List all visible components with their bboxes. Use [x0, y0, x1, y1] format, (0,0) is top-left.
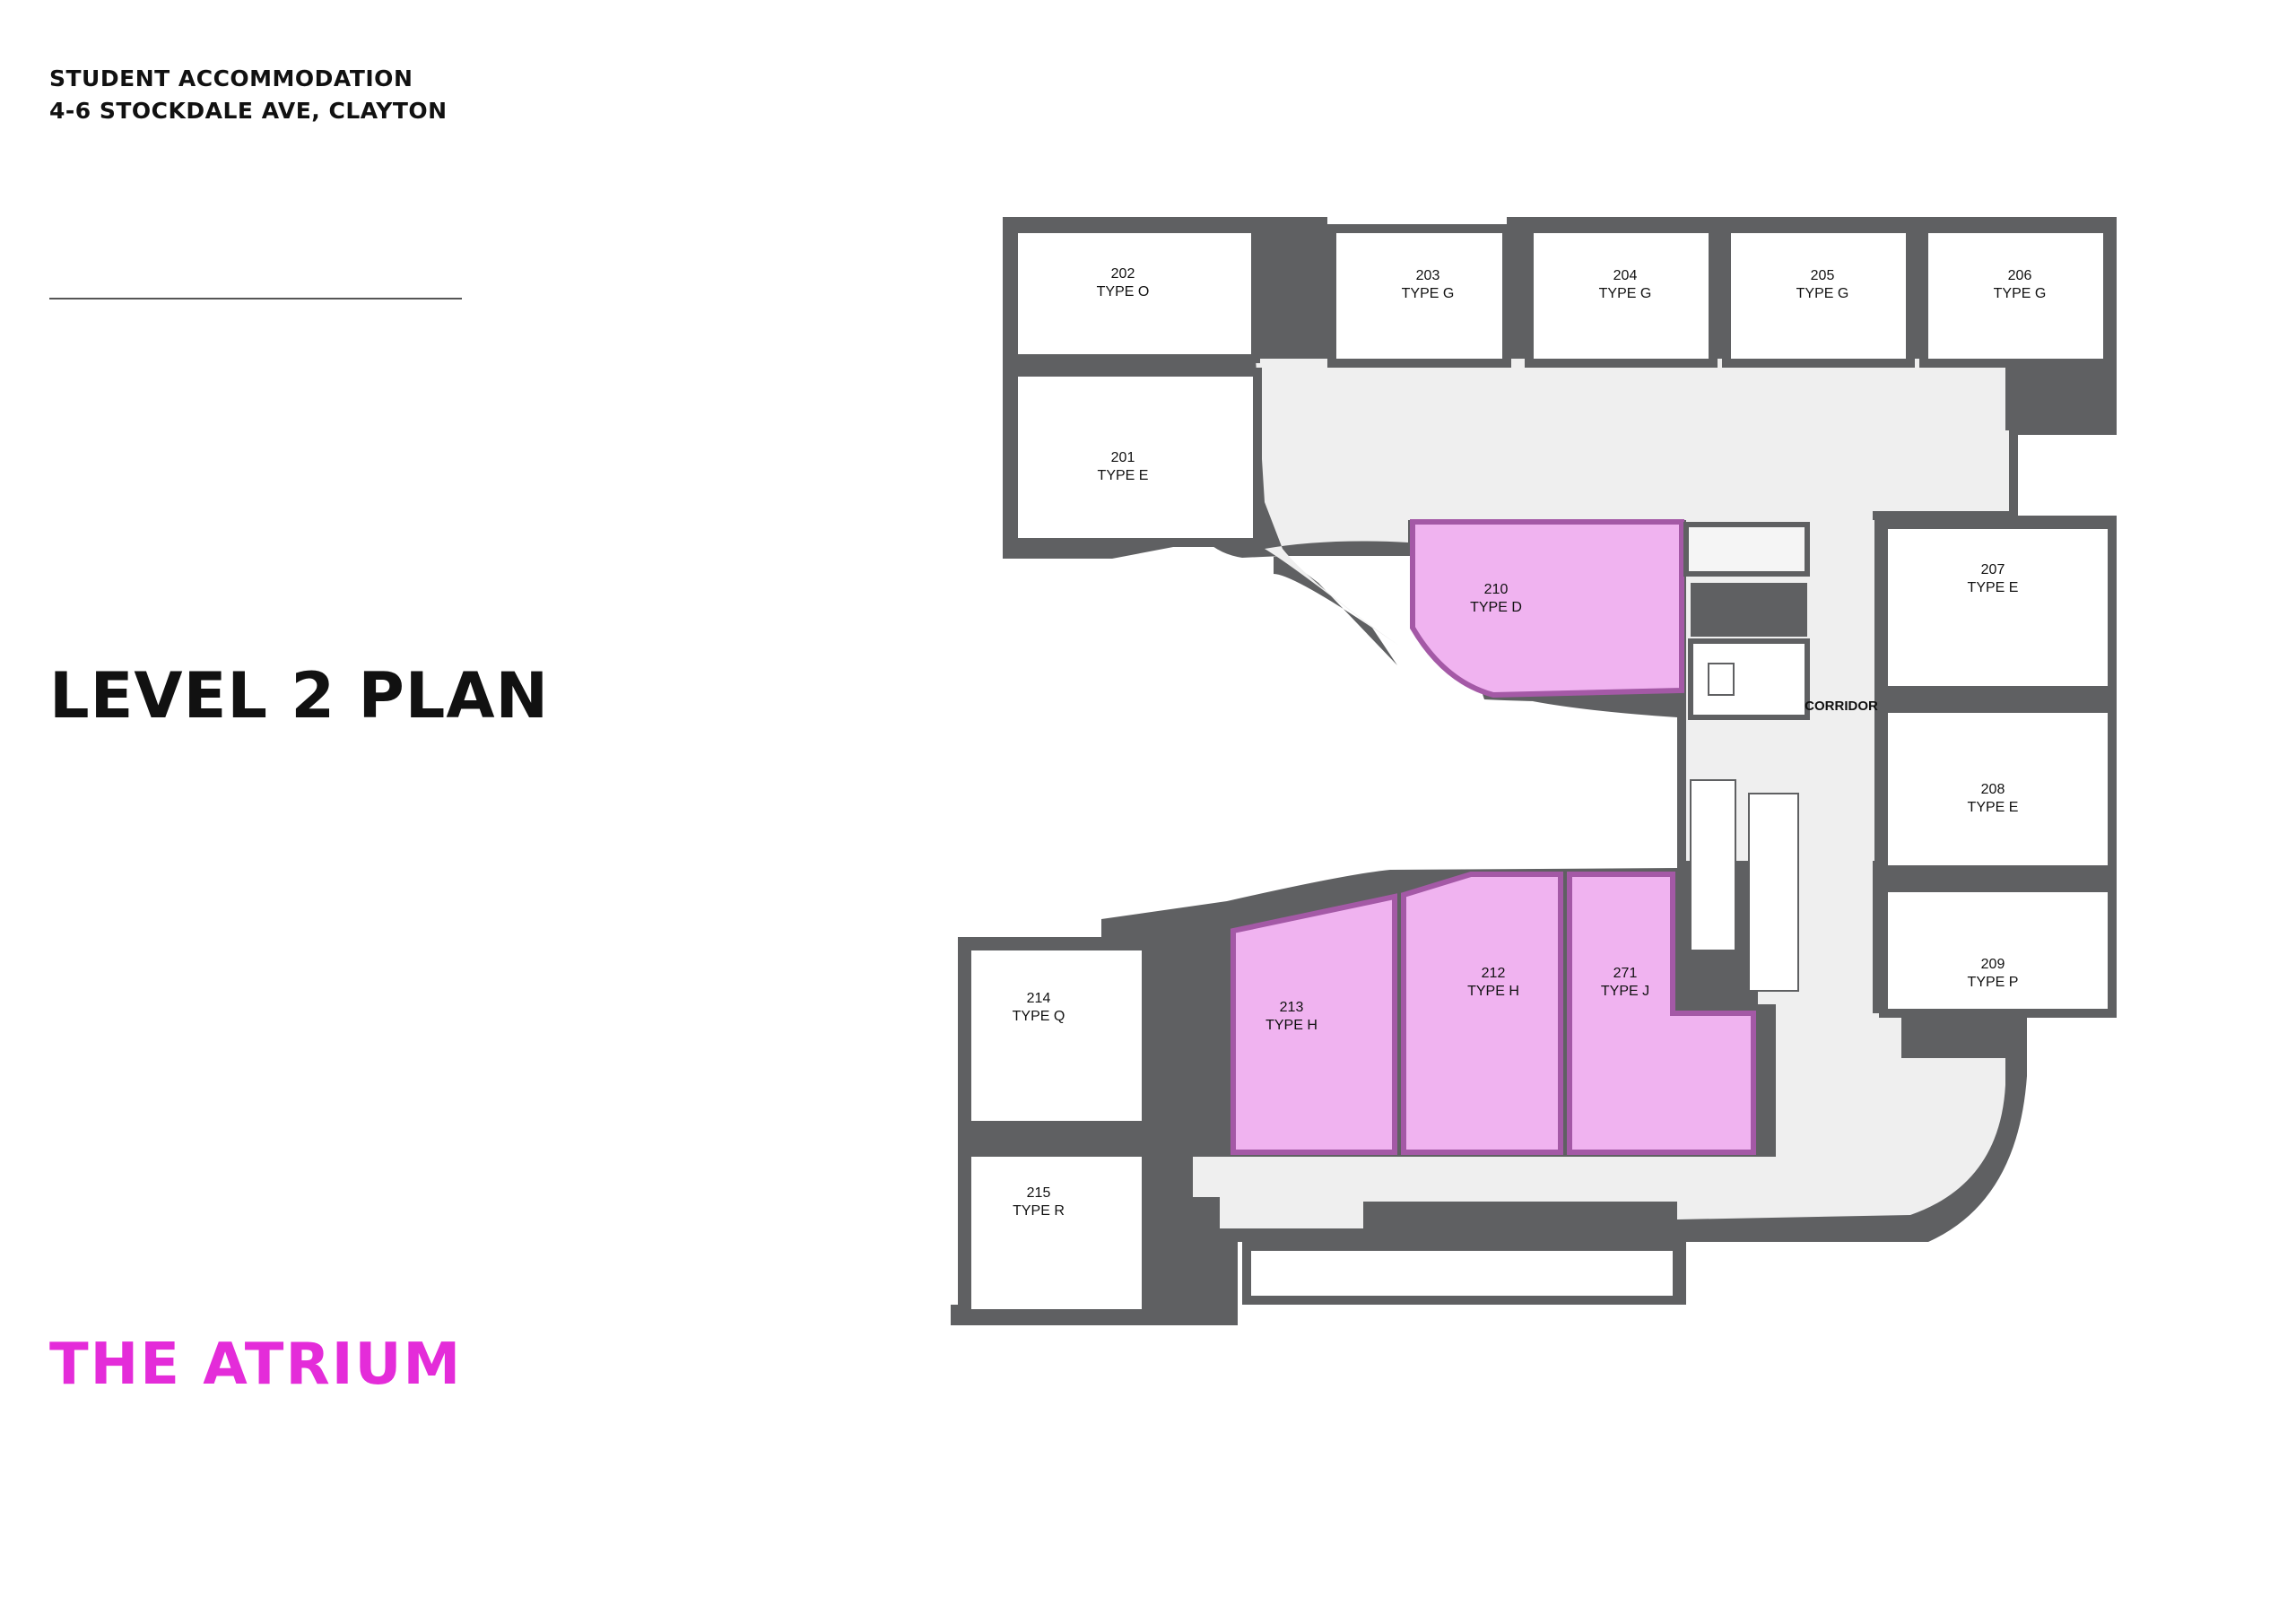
- unit-number-207: 207: [1981, 562, 2005, 577]
- unit-type-271: TYPE J: [1601, 984, 1649, 999]
- unit-type-206: TYPE G: [1994, 286, 2047, 301]
- unit-271-area[interactable]: [1567, 872, 1756, 1155]
- highlighted-units: [1231, 519, 1756, 1155]
- stair: [1690, 779, 1799, 992]
- unit-type-213: TYPE H: [1265, 1018, 1318, 1033]
- unit-type-207: TYPE E: [1968, 580, 2019, 595]
- unit-type-209: TYPE P: [1968, 975, 2019, 990]
- brand-logo: THE ATRIUM: [49, 1332, 463, 1398]
- project-header: STUDENT ACCOMMODATION 4-6 STOCKDALE AVE,…: [49, 63, 448, 127]
- unit-number-205: 205: [1811, 268, 1835, 283]
- unit-floors: [962, 224, 2117, 1318]
- unit-type-205: TYPE G: [1796, 286, 1849, 301]
- unit-number-271: 271: [1613, 966, 1638, 981]
- unit-213-area[interactable]: [1231, 893, 1397, 1155]
- unit-type-212: TYPE H: [1467, 984, 1519, 999]
- unit-number-209: 209: [1981, 957, 2005, 972]
- unit-type-215: TYPE R: [1013, 1203, 1065, 1219]
- unit-number-208: 208: [1981, 782, 2005, 797]
- plan-title: LEVEL 2 PLAN: [49, 659, 550, 733]
- unit-number-201: 201: [1111, 450, 1135, 465]
- unit-type-204: TYPE G: [1599, 286, 1652, 301]
- unit-type-208: TYPE E: [1968, 800, 2019, 815]
- unit-number-214: 214: [1027, 991, 1051, 1006]
- corridor-label: CORRIDOR: [1805, 699, 1878, 714]
- unit-number-206: 206: [2008, 268, 2032, 283]
- unit-number-204: 204: [1613, 268, 1638, 283]
- unit-type-203: TYPE G: [1402, 286, 1455, 301]
- project-address: 4-6 STOCKDALE AVE, CLAYTON: [49, 98, 448, 124]
- unit-number-212: 212: [1482, 966, 1506, 981]
- unit-number-210: 210: [1484, 582, 1509, 597]
- unit-type-210: TYPE D: [1470, 600, 1522, 615]
- unit-number-202: 202: [1111, 266, 1135, 282]
- core: [1683, 522, 1810, 992]
- lift-icon: [1708, 663, 1735, 696]
- unit-number-203: 203: [1416, 268, 1440, 283]
- unit-number-213: 213: [1280, 1000, 1304, 1015]
- unit-210-area[interactable]: [1410, 519, 1684, 699]
- header-divider: [49, 298, 462, 299]
- project-title: STUDENT ACCOMMODATION: [49, 65, 413, 91]
- unit-type-214: TYPE Q: [1013, 1009, 1065, 1024]
- unit-type-201: TYPE E: [1098, 468, 1149, 483]
- unit-number-215: 215: [1027, 1185, 1051, 1201]
- lift: [1688, 638, 1810, 720]
- unit-type-202: TYPE O: [1097, 284, 1150, 299]
- unit-212-area[interactable]: [1401, 872, 1563, 1155]
